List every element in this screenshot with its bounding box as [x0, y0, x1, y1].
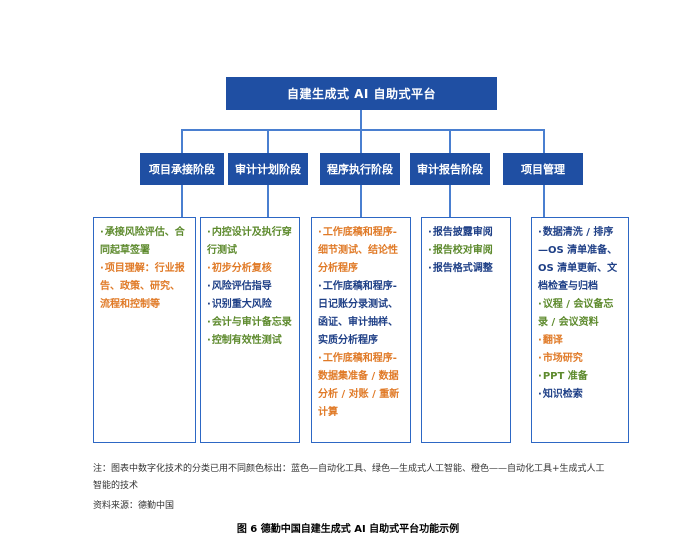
stage-box-2: 审计计划阶段 [228, 153, 308, 185]
bullet-icon: · [538, 353, 542, 364]
panel-item: ·议程 / 会议备忘录 / 会议资料 [538, 296, 622, 332]
bullet-icon: · [100, 263, 104, 274]
panel-procedure-execution: ·工作底稿和程序-细节测试、结论性分析程序·工作底稿和程序-日记账分录测试、函证… [311, 217, 411, 443]
panel-item: ·市场研究 [538, 350, 622, 368]
bullet-icon: · [538, 371, 542, 382]
platform-title-box: 自建生成式 AI 自助式平台 [226, 77, 497, 110]
connector-stage-4 [449, 129, 451, 153]
connector-panel-4 [449, 185, 451, 217]
panel-item-text: 风险评估指导 [211, 281, 272, 292]
panel-item: ·工作底稿和程序-日记账分录测试、函证、审计抽样、实质分析程序 [318, 278, 404, 350]
connector-panel-1 [181, 185, 183, 217]
panel-item: ·工作底稿和程序-细节测试、结论性分析程序 [318, 224, 404, 278]
panel-item: ·翻译 [538, 332, 622, 350]
bullet-icon: · [207, 335, 211, 346]
stage-box-1: 项目承接阶段 [140, 153, 224, 185]
connector-stage-3 [360, 129, 362, 153]
stage-label: 程序执行阶段 [327, 163, 393, 176]
connector-stage-5 [543, 129, 545, 153]
connector-panel-5 [543, 185, 545, 217]
stage-box-3: 程序执行阶段 [320, 153, 400, 185]
stage-box-4: 审计报告阶段 [410, 153, 490, 185]
panel-item-text: 市场研究 [542, 353, 583, 364]
panel-item: ·识别重大风险 [207, 296, 293, 314]
panel-item-text: 议程 / 会议备忘录 / 会议资料 [538, 299, 614, 328]
panel-item-text: 报告校对审阅 [432, 245, 493, 256]
panel-item-text: 数据清洗 / 排序—OS 清单准备、OS 清单更新、文档检查与归档 [538, 227, 618, 292]
panel-item-text: 工作底稿和程序-日记账分录测试、函证、审计抽样、实质分析程序 [318, 281, 398, 346]
connector-panel-2 [267, 185, 269, 217]
panel-item: ·工作底稿和程序-数据集准备 / 数据分析 / 对账 / 重新计算 [318, 350, 404, 422]
panel-project-intake: ·承接风险评估、合同起草签署·项目理解：行业报告、政策、研究、流程和控制等 [93, 217, 196, 443]
bullet-icon: · [318, 353, 322, 364]
connector-stage-2 [267, 129, 269, 153]
bullet-icon: · [318, 227, 322, 238]
panel-item-text: PPT 准备 [542, 371, 588, 382]
panel-item: ·数据清洗 / 排序—OS 清单准备、OS 清单更新、文档检查与归档 [538, 224, 622, 296]
panel-item: ·会计与审计备忘录 [207, 314, 293, 332]
stage-label: 项目承接阶段 [149, 163, 215, 176]
panel-item-text: 知识检索 [542, 389, 583, 400]
stage-label: 审计报告阶段 [417, 163, 483, 176]
bullet-icon: · [538, 335, 542, 346]
panel-item: ·项目理解：行业报告、政策、研究、流程和控制等 [100, 260, 189, 314]
source-note: 资料来源：德勤中国 [93, 501, 175, 511]
panel-item-text: 翻译 [542, 335, 563, 346]
panel-item-text: 初步分析复核 [211, 263, 272, 274]
panel-item: ·风险评估指导 [207, 278, 293, 296]
connector-stage-1 [181, 129, 183, 153]
bullet-icon: · [207, 281, 211, 292]
bullet-icon: · [207, 263, 211, 274]
bullet-icon: · [207, 299, 211, 310]
bullet-icon: · [538, 299, 542, 310]
panel-audit-report: ·报告披露审阅·报告校对审阅·报告格式调整 [421, 217, 511, 443]
panel-item-text: 报告格式调整 [432, 263, 493, 274]
bullet-icon: · [428, 263, 432, 274]
panel-item-text: 工作底稿和程序-细节测试、结论性分析程序 [318, 227, 398, 274]
bullet-icon: · [207, 317, 211, 328]
stage-label: 项目管理 [521, 163, 565, 176]
panel-item: ·PPT 准备 [538, 368, 622, 386]
panel-item: ·知识检索 [538, 386, 622, 404]
panel-item: ·报告披露审阅 [428, 224, 504, 242]
panel-item-text: 承接风险评估、合同起草签署 [100, 227, 185, 256]
stage-label: 审计计划阶段 [235, 163, 301, 176]
bullet-icon: · [100, 227, 104, 238]
bullet-icon: · [538, 389, 542, 400]
panel-item-text: 报告披露审阅 [432, 227, 493, 238]
platform-title: 自建生成式 AI 自助式平台 [286, 87, 437, 101]
bullet-icon: · [207, 227, 211, 238]
panel-item-text: 控制有效性测试 [211, 335, 282, 346]
connector-top-vertical [360, 110, 362, 130]
stage-box-5: 项目管理 [503, 153, 583, 185]
legend-note: 注：图表中数字化技术的分类已用不同颜色标出：蓝色—自动化工具、绿色—生成式人工智… [93, 464, 605, 491]
panel-item-text: 会计与审计备忘录 [211, 317, 292, 328]
bullet-icon: · [428, 245, 432, 256]
connector-panel-3 [360, 185, 362, 217]
panel-item: ·初步分析复核 [207, 260, 293, 278]
bullet-icon: · [318, 281, 322, 292]
panel-item-text: 工作底稿和程序-数据集准备 / 数据分析 / 对账 / 重新计算 [318, 353, 400, 418]
panel-item: ·控制有效性测试 [207, 332, 293, 350]
panel-item-text: 项目理解：行业报告、政策、研究、流程和控制等 [100, 263, 185, 310]
panel-item-text: 识别重大风险 [211, 299, 272, 310]
panel-item: ·承接风险评估、合同起草签署 [100, 224, 189, 260]
bullet-icon: · [428, 227, 432, 238]
connector-horizontal-bar [181, 129, 543, 131]
panel-item: ·报告格式调整 [428, 260, 504, 278]
panel-item-text: 内控设计及执行穿行测试 [207, 227, 292, 256]
panel-item: ·内控设计及执行穿行测试 [207, 224, 293, 260]
panel-item: ·报告校对审阅 [428, 242, 504, 260]
panel-project-management: ·数据清洗 / 排序—OS 清单准备、OS 清单更新、文档检查与归档·议程 / … [531, 217, 629, 443]
figure-caption: 图 6 德勤中国自建生成式 AI 自助式平台功能示例 [236, 524, 460, 535]
bullet-icon: · [538, 227, 542, 238]
panel-audit-planning: ·内控设计及执行穿行测试·初步分析复核·风险评估指导·识别重大风险·会计与审计备… [200, 217, 300, 443]
